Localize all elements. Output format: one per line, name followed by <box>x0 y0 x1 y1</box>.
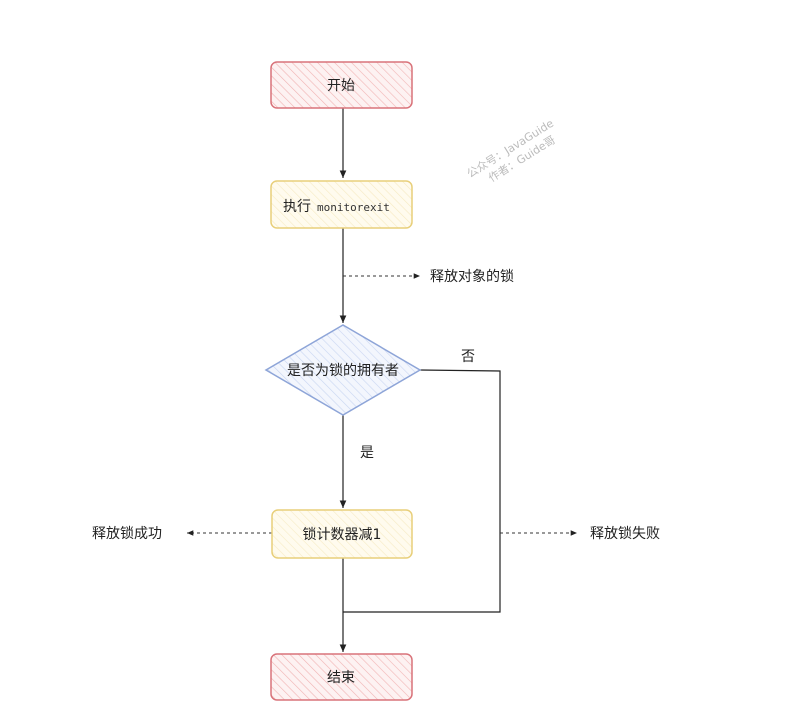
node-decrement-label: 锁计数器减1 <box>303 527 382 543</box>
node-decision <box>264 324 422 416</box>
label-release-object-lock: 释放对象的锁 <box>430 269 514 285</box>
node-decrement <box>271 509 413 559</box>
node-end <box>270 653 413 701</box>
node-start-label: 开始 <box>327 78 355 94</box>
node-exec-code: monitorexit <box>317 201 390 214</box>
label-no: 否 <box>461 349 475 365</box>
node-end-label: 结束 <box>327 670 355 686</box>
node-exec-label: 执行 <box>283 199 311 215</box>
node-start <box>270 61 413 109</box>
label-yes: 是 <box>360 445 374 461</box>
label-release-fail: 释放锁失败 <box>590 526 660 542</box>
node-exec-text: 执行 monitorexit <box>283 199 390 215</box>
node-decision-label: 是否为锁的拥有者 <box>287 363 399 379</box>
watermark: 公众号：JavaGuide 作者：Guide哥 <box>465 117 558 185</box>
label-release-success: 释放锁成功 <box>92 526 162 542</box>
node-exec <box>270 180 413 229</box>
edge-decision-no <box>343 369 501 613</box>
